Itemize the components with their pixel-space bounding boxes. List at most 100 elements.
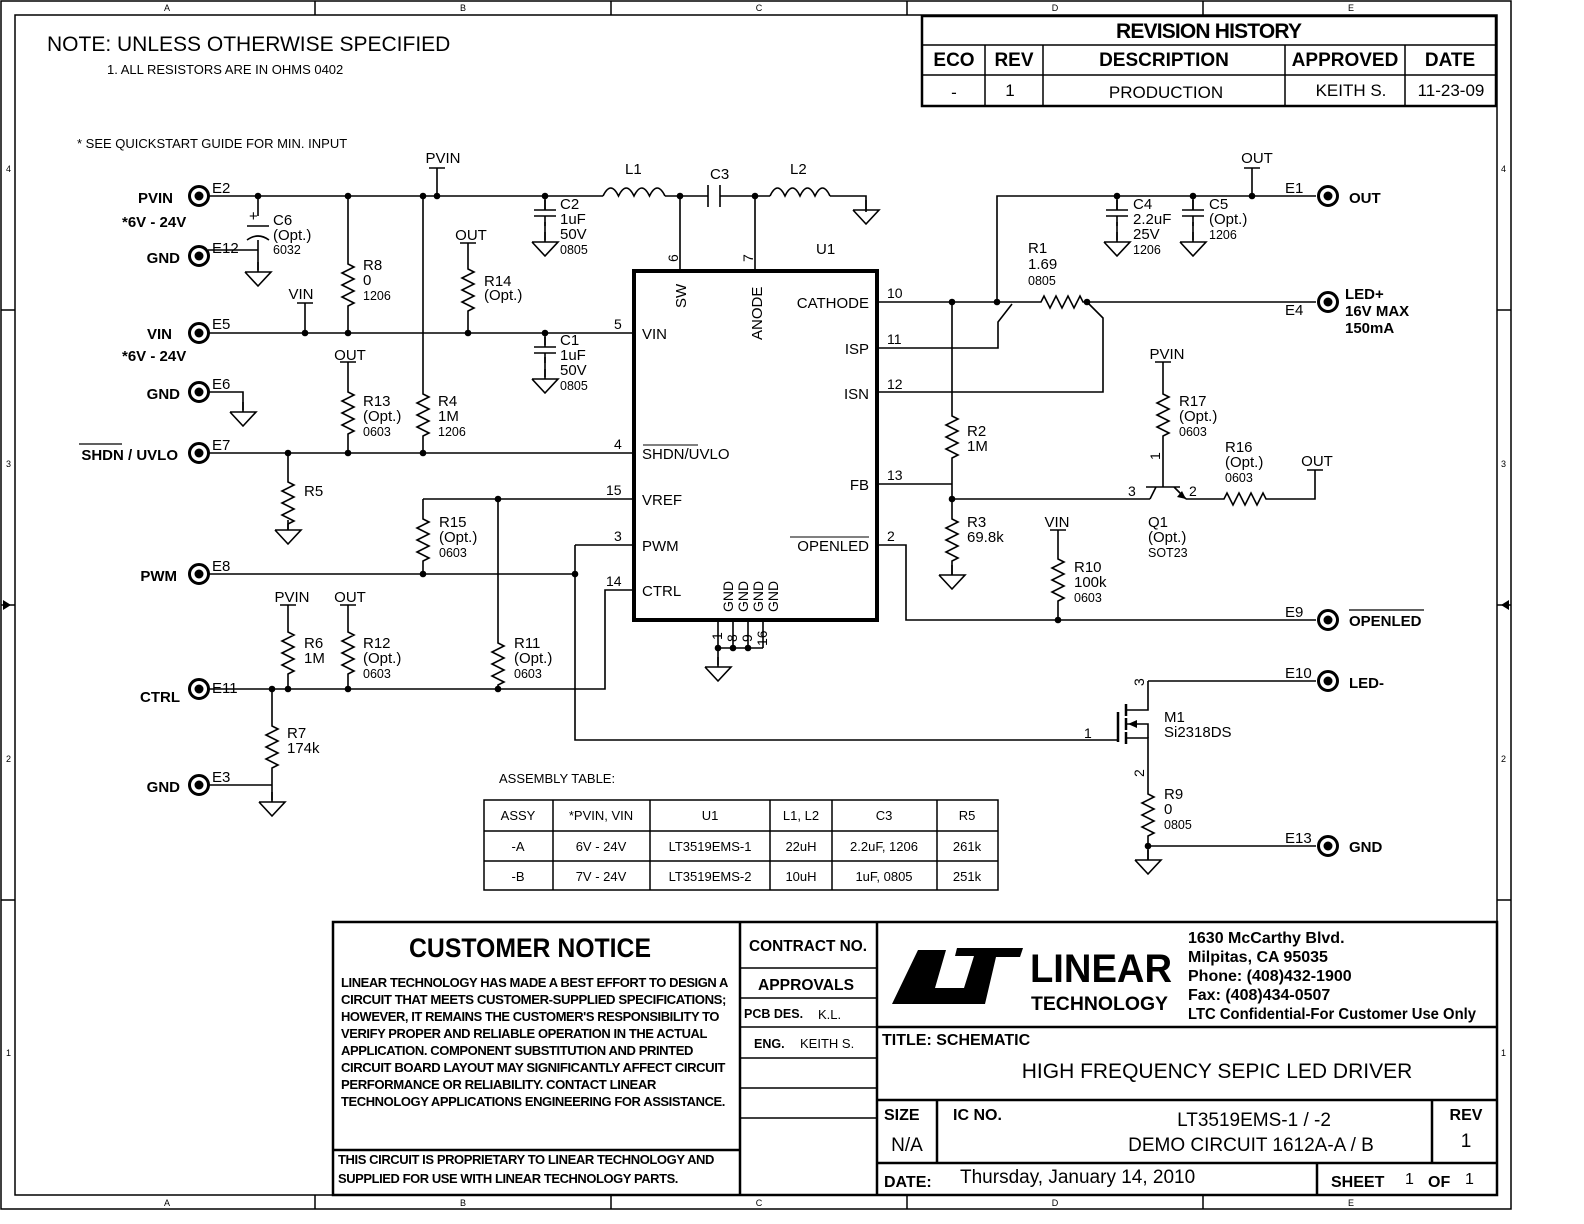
assembly-cell: -A [512,839,525,854]
net-label-out: OUT [1241,150,1273,167]
r17-pkg: 0603 [1179,425,1207,439]
c3-ref: C3 [710,166,729,183]
notes-heading: NOTE: UNLESS OTHERWISE SPECIFIED [47,33,450,56]
r10-value: 100k [1074,574,1107,591]
capacitors [246,185,1205,364]
r1-ref: R1 [1028,240,1047,257]
resistor-r11 [491,638,505,690]
pin-number: 2 [887,528,895,544]
connector-gnd-e13-label: GND [1349,839,1383,856]
c6-value: (Opt.) [273,227,311,244]
r9-pkg: 0805 [1164,818,1192,832]
r13-value: (Opt.) [363,408,401,425]
eng-label: ENG. [754,1037,785,1051]
notes-item-1: 1. ALL RESISTORS ARE IN OHMS 0402 [107,62,343,77]
c5-pkg: 1206 [1209,228,1237,242]
logo-subtext: TECHNOLOGY [1031,994,1168,1015]
connector-openled-ref: E9 [1285,604,1303,621]
address-line: Fax: (408)434-0507 [1188,987,1330,1004]
c1-pkg: 0805 [560,379,588,393]
net-label-out: OUT [1301,453,1333,470]
approvals-label: APPROVALS [758,977,854,994]
r16-value: (Opt.) [1225,454,1263,471]
c2-pkg: 0805 [560,243,588,257]
ground-icon [244,261,272,287]
date-value: Thursday, January 14, 2010 [960,1167,1195,1188]
c4-ref: C4 [1133,196,1152,213]
net-label-vin: VIN [288,286,313,303]
border-row-3-right: 3 [1501,459,1506,469]
connector-shdn-ref: E7 [212,437,230,454]
connector-gnd-e3-label: GND [147,779,181,796]
resistor-r15 [416,514,430,566]
r4-value: 1M [438,408,459,425]
assembly-cell: 10uH [785,869,816,884]
connector-led-plus-max: 16V MAX [1345,303,1409,320]
address-line: Milpitas, CA 95035 [1188,949,1328,966]
pin-number: 6 [665,254,681,262]
assembly-cell: 2.2uF, 1206 [850,839,918,854]
q1-pkg: SOT23 [1148,546,1188,560]
ground-icon [1134,849,1162,875]
pin-number: 3 [614,528,622,544]
revision-history-table: REVISION HISTORY ECO REV DESCRIPTION APP… [920,14,1498,108]
q1-pin-2: 2 [1189,483,1197,499]
ground-icon [1103,231,1131,257]
m1-pin-1: 1 [1084,725,1092,741]
ground-icon [1179,231,1207,257]
q1-pin-1: 1 [1147,452,1163,460]
pin-number: 1 [709,632,725,640]
r9-ref: R9 [1164,786,1183,803]
assembly-cell: 261k [953,839,982,854]
r10-pkg: 0603 [1074,591,1102,605]
border-row-1-right: 1 [1501,1048,1506,1058]
terminal-e4 [1317,291,1339,313]
rev-header-approved: APPROVED [1292,50,1399,71]
resistor-r3 [945,514,959,566]
assembly-cell: LT3519EMS-2 [669,869,752,884]
r8-value: 0 [363,272,371,289]
r11-ref: R11 [514,635,540,652]
c5-ref: C5 [1209,196,1228,213]
ground-icon [531,368,559,394]
pin-number: 8 [724,634,740,642]
c4-pkg: 1206 [1133,243,1161,257]
rev-header-rev: REV [994,50,1033,71]
pcb-des-label: PCB DES. [744,1007,803,1021]
terminal-e13 [1317,835,1339,857]
connector-out-ref: E1 [1285,180,1303,197]
border-col-b-bottom: B [460,1198,466,1208]
r15-pkg: 0603 [439,546,467,560]
border-col-b: B [460,3,466,13]
border-col-a-bottom: A [164,1198,170,1208]
connector-led-plus-ref: E4 [1285,302,1303,319]
r6-ref: R6 [304,635,323,652]
connector-gnd-e13-ref: E13 [1285,830,1312,847]
terminal-e2 [188,185,210,207]
r2-ref: R2 [967,423,986,440]
r14-ref: R14 [484,273,512,290]
assembly-header: ASSY [501,808,536,823]
assembly-header: C3 [876,808,893,823]
r3-ref: R3 [967,514,986,531]
r4-pkg: 1206 [438,425,466,439]
pcb-des-value: K.L. [818,1007,841,1022]
sheet-value: 1 [1405,1171,1414,1188]
r2-value: 1M [967,438,988,455]
connector-pvin-range: *6V - 24V [122,214,186,231]
border-col-c-bottom: C [756,1198,763,1208]
r12-pkg: 0603 [363,667,391,681]
l1-ref: L1 [625,161,642,178]
r9-value: 0 [1164,801,1172,818]
schematic-title: HIGH FREQUENCY SEPIC LED DRIVER [1022,1060,1413,1083]
net-label-out: OUT [334,589,366,606]
connector-pwm-ref: E8 [212,558,230,575]
connector-gnd-e6-label: GND [147,386,181,403]
sheet-label: SHEET [1331,1174,1385,1191]
r12-value: (Opt.) [363,650,401,667]
ic-pin-anode: ANODE [749,287,766,340]
component-labels: + C6 (Opt.) 6032 R8 0 1206 R14 (Opt.) R1… [249,161,1263,832]
rev-row-rev: 1 [1005,81,1014,100]
border-col-d-bottom: D [1052,1198,1059,1208]
size-value: N/A [891,1135,923,1156]
